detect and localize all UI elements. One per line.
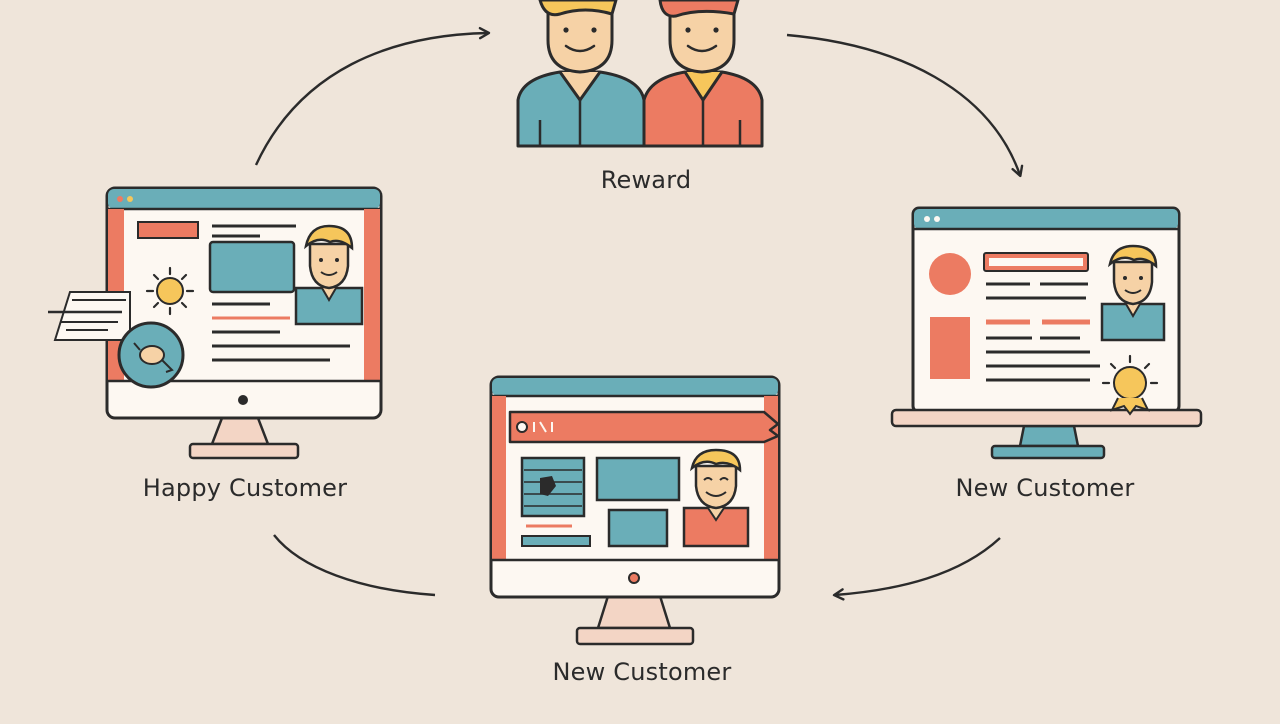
- node-label-happy-customer: Happy Customer: [142, 474, 348, 502]
- node-label-new-customer-right: New Customer: [955, 474, 1135, 502]
- node-label-new-customer-bottom: New Customer: [552, 658, 732, 686]
- motion-lines-icon: [48, 291, 131, 341]
- sun-badge-icon: [1101, 354, 1159, 416]
- desktop-monitor-icon-new-customer: [489, 375, 781, 646]
- laptop-icon-new-customer: [890, 206, 1203, 460]
- arrow-happy-to-reward: [254, 26, 491, 166]
- arrow-new-customer-to-happy: [273, 534, 436, 597]
- node-label-reward: Reward: [600, 166, 692, 194]
- candy-badge-icon: [117, 321, 185, 389]
- arrow-reward-to-new-customer: [786, 33, 1024, 178]
- arrow-new-customer-to-new-customer: [832, 537, 1001, 601]
- sun-badge-icon: [145, 266, 195, 316]
- two-people-icon: [516, 0, 764, 148]
- desktop-monitor-icon-happy: [48, 186, 383, 460]
